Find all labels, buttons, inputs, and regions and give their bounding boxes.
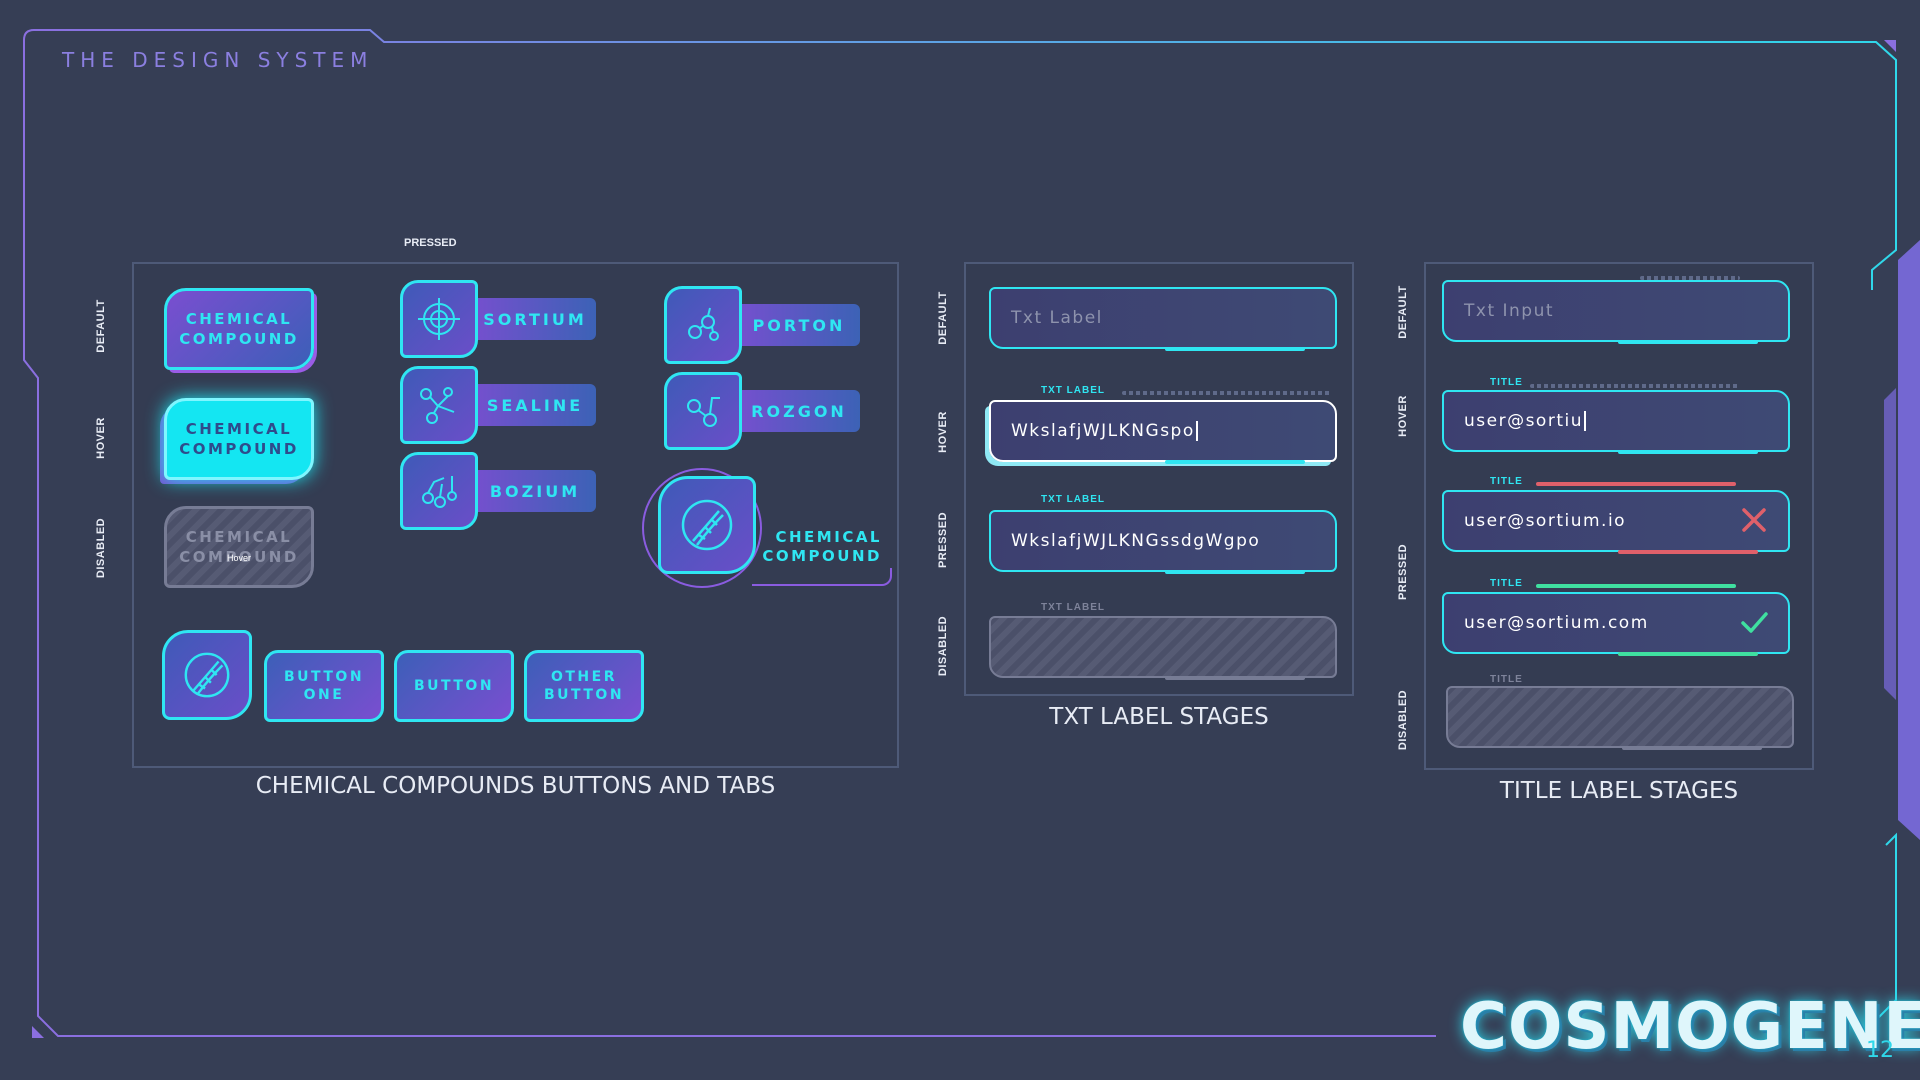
tab-label: ROZGON — [728, 390, 860, 432]
title-field-label: TITLE — [1490, 377, 1523, 388]
tab-label: BOZIUM — [464, 470, 596, 512]
tab-bozium[interactable]: BOZIUM — [400, 452, 600, 532]
compound-button-default[interactable]: CHEMICAL COMPOUND — [164, 288, 314, 370]
tab-sealine[interactable]: SEALINE — [400, 366, 600, 446]
txt-input-default[interactable]: Txt Label — [989, 287, 1337, 351]
state-label-pressed: PRESSED — [937, 511, 949, 569]
state-label-default: DEFAULT — [1397, 285, 1409, 339]
text-caret — [1195, 421, 1198, 441]
title-input-error[interactable]: user@sortium.io — [1442, 490, 1790, 554]
dna-button[interactable] — [162, 630, 252, 720]
other-button[interactable]: OTHER BUTTON — [524, 650, 644, 722]
molecule-sun-icon — [400, 280, 478, 358]
check-icon — [1741, 612, 1768, 633]
input-value: user@sortium.io — [1464, 511, 1627, 531]
title-field-label: TITLE — [1490, 476, 1523, 487]
title-input-hover[interactable]: user@sortiu — [1442, 390, 1790, 454]
tab-rozgon[interactable]: ROZGON — [664, 372, 864, 452]
input-value: user@sortiu — [1464, 411, 1583, 431]
orbit-ring — [642, 468, 762, 588]
tab-label: SORTIUM — [464, 298, 596, 340]
txt-field-label: TXT LABEL — [1041, 602, 1105, 613]
input-value: WkslafjWJLKNGspo — [1011, 421, 1195, 441]
field-decor-line — [1640, 276, 1740, 280]
dna-icon — [658, 476, 756, 574]
compound-button-disabled: CHEMICAL COMPOUND — [164, 506, 314, 588]
txt-section-title: TXT LABEL STAGES — [1049, 704, 1269, 730]
state-label-default: DEFAULT — [937, 291, 949, 345]
tab-label: SEALINE — [464, 384, 596, 426]
success-decor-line — [1536, 584, 1736, 588]
button-one[interactable]: BUTTON ONE — [264, 650, 384, 722]
title-input-default[interactable]: Txt Input — [1442, 280, 1790, 344]
cosmogene-logo: COSMOGENE — [1460, 990, 1920, 1064]
field-decor-line — [1530, 384, 1740, 388]
error-decor-line — [1536, 482, 1736, 486]
state-label-disabled: DISABLED — [1397, 689, 1409, 751]
field-decor-line — [1122, 391, 1332, 395]
tab-sortium[interactable]: SORTIUM — [400, 280, 600, 360]
txt-input-disabled — [989, 616, 1337, 680]
text-caret — [1584, 411, 1586, 431]
molecule-cluster-icon — [400, 452, 478, 530]
title-input-success[interactable]: user@sortium.com — [1442, 592, 1790, 656]
compound-button-hover[interactable]: CHEMICAL COMPOUND — [164, 398, 314, 480]
txt-field-label: TXT LABEL — [1041, 494, 1105, 505]
tab-label: PORTON — [728, 304, 860, 346]
txt-input-hover[interactable]: WkslafjWJLKNGspo — [989, 400, 1337, 464]
state-label-hover: HOVER — [1397, 395, 1409, 437]
page-header-title: THE DESIGN SYSTEM — [62, 48, 374, 72]
title-input-disabled — [1446, 686, 1794, 750]
input-value: WkslafjWJLKNGssdgWgpo — [1011, 531, 1261, 551]
input-value: user@sortium.com — [1464, 613, 1649, 633]
txt-input-pressed[interactable]: WkslafjWJLKNGssdgWgpo — [989, 510, 1337, 574]
badge-underline — [752, 568, 892, 586]
compounds-section-title: CHEMICAL COMPOUNDS BUTTONS AND TABS — [255, 773, 776, 799]
button[interactable]: BUTTON — [394, 650, 514, 722]
molecule-chain-icon — [400, 366, 478, 444]
state-label-hover: HOVER — [95, 417, 107, 459]
title-field-label: TITLE — [1490, 578, 1523, 589]
state-label-default: DEFAULT — [95, 299, 107, 353]
molecule-orbit-icon — [664, 372, 742, 450]
state-label-disabled: DISABLED — [937, 615, 949, 677]
title-section-title: TITLE LABEL STAGES — [1499, 778, 1739, 804]
page-number: 12 — [1866, 1038, 1894, 1063]
molecule-gear-icon — [664, 286, 742, 364]
dna-icon — [184, 652, 230, 698]
compound-badge-label: CHEMICAL COMPOUND — [762, 528, 882, 565]
pressed-column-label: PRESSED — [404, 237, 457, 249]
compound-badge-large[interactable]: CHEMICAL COMPOUND — [642, 468, 892, 588]
state-label-hover: HOVER — [937, 411, 949, 453]
state-label-disabled: DISABLED — [95, 517, 107, 579]
title-field-label: TITLE — [1490, 674, 1523, 685]
txt-field-label: TXT LABEL — [1041, 385, 1105, 396]
hover-note: Hover — [227, 553, 252, 563]
state-label-pressed: PRESSED — [1397, 543, 1409, 601]
tab-porton[interactable]: PORTON — [664, 286, 864, 366]
error-x-icon — [1742, 508, 1766, 532]
